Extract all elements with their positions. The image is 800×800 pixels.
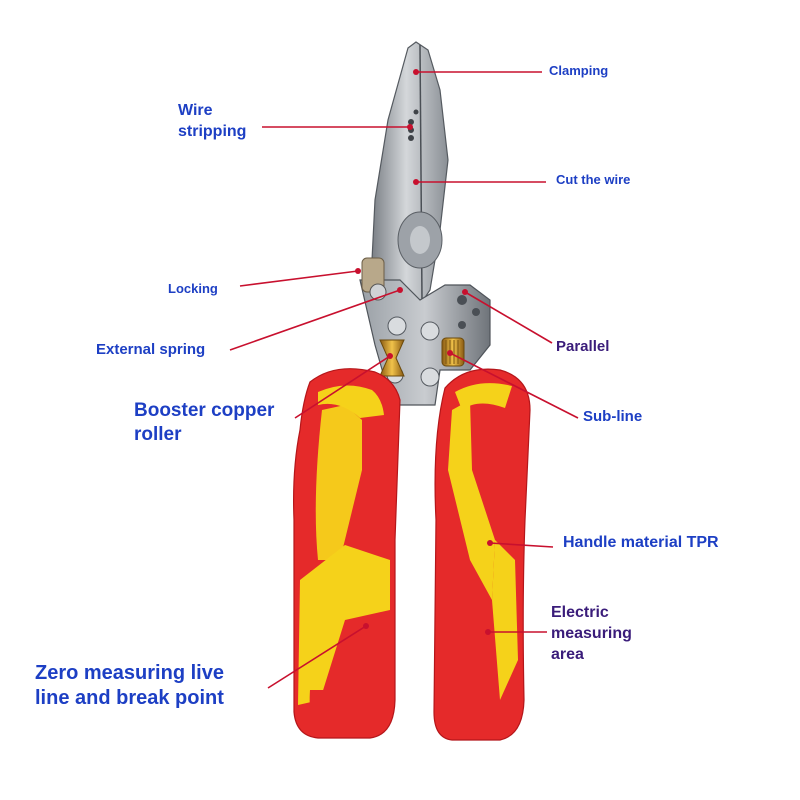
label-wire-stripping-line1: Wire [178, 102, 213, 119]
label-electric-measuring-line1: Electric [551, 604, 609, 621]
label-booster-copper-roller-line1: Booster copper [134, 400, 275, 421]
label-sub-line: Sub-line [583, 408, 643, 425]
left-handle [293, 368, 401, 739]
label-handle-material: Handle material TPR [563, 534, 719, 551]
label-external-spring: External spring [96, 341, 206, 358]
pliers-mechanism [359, 257, 491, 406]
label-parallel: Parallel [556, 338, 610, 355]
label-wire-stripping-line2: stripping [178, 123, 247, 140]
label-electric-measuring-line2: measuring [551, 625, 632, 642]
label-electric-measuring-line3: area [551, 646, 584, 663]
label-clamping: Clamping [549, 63, 609, 78]
label-zero-measuring-line2: line and break point [35, 687, 224, 709]
label-zero-measuring-line1: Zero measuring live [35, 662, 224, 684]
label-locking: Locking [168, 281, 218, 296]
label-booster-copper-roller-line2: roller [134, 424, 182, 445]
label-cut-the-wire: Cut the wire [556, 172, 631, 187]
right-handle [433, 368, 531, 741]
pliers-jaw [371, 41, 449, 306]
